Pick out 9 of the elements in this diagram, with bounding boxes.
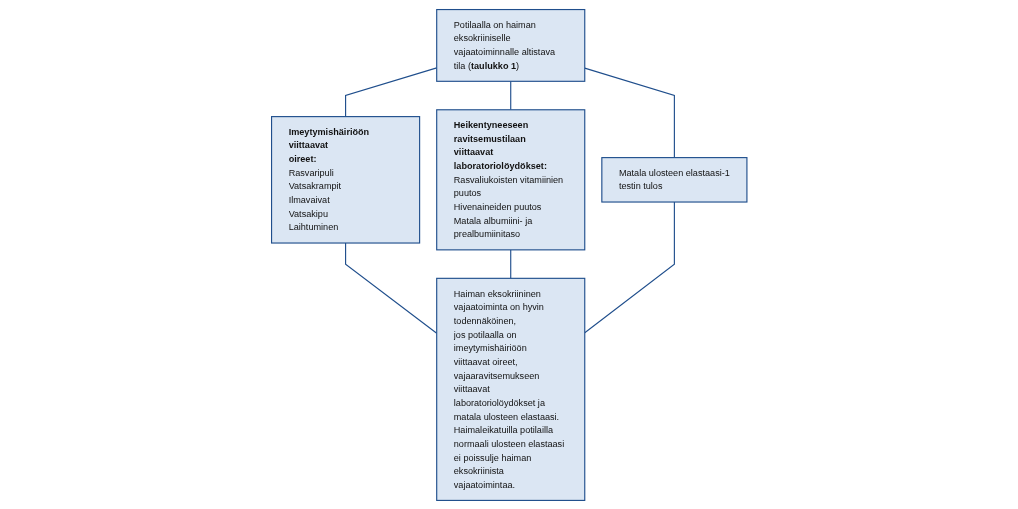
connector (509, 80, 512, 110)
node-box: Heikentyneeseen ravitsemustilaan viittaavat laboratoriolöydökset: Rasvaliukoisten vitamiinien puutos Hivenaineiden puutos Matala albumiini- ja prealbumiinitaso (435, 108, 586, 250)
node-box: Matala ulosteen elastaasi-1 testin tulos (601, 156, 748, 203)
connector (344, 66, 437, 117)
connector (509, 248, 512, 279)
node-box: Imeytymishäiriöön viittaavat oireet: Rasvaripuli Vatsakrampit Ilmavaivat Vatsakipu Laihtuminen (270, 115, 420, 244)
node-box: Haiman eksokriininen vajaatoiminta on hyvin todennäköinen, jos potilaalla on imeytymishäiriöön viittaavat oireet, vajaaravitsemukseen viittaavat laboratoriolöydökset ja matala ulosteen elastaasi. Haimaleikatuilla potilailla normaali ulosteen elastaasi ei poissulje haiman eksokriinista vajaatoimintaa. (435, 277, 586, 501)
node-box: Potilaalla on haiman eksokriiniselle vajaatoiminnalle altistava tila (taulukko 1) (435, 8, 586, 82)
connector (344, 241, 437, 334)
